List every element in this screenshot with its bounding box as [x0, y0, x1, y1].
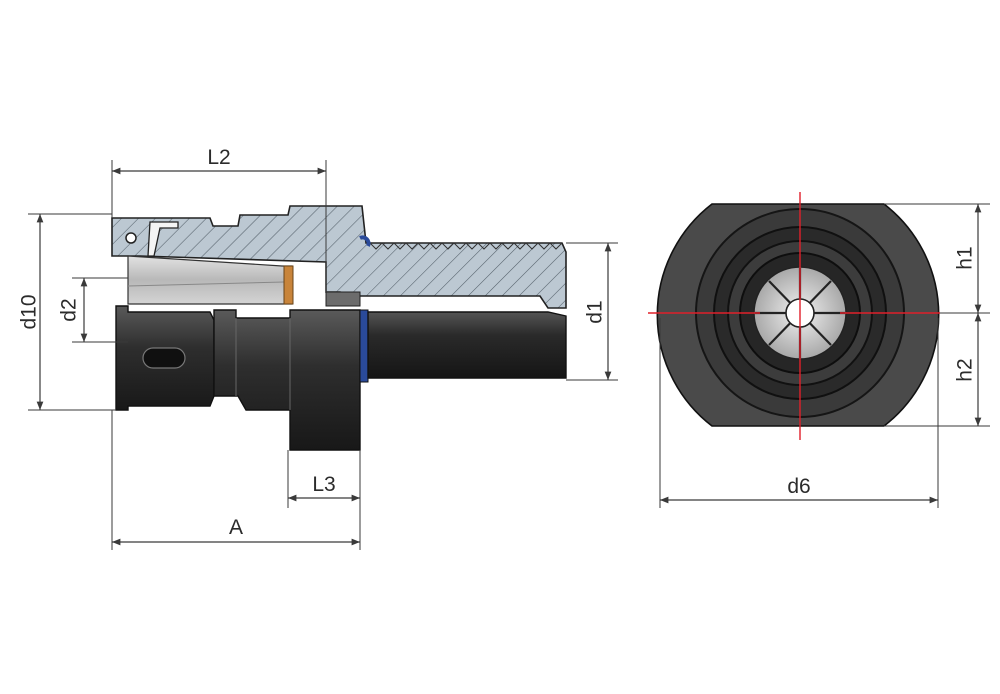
o-ring-upper	[359, 235, 371, 247]
dim-label-d2: d2	[58, 298, 81, 321]
dim-label-A: A	[229, 516, 243, 539]
dim-label-h1: h1	[954, 246, 977, 269]
o-ring-lower	[359, 309, 369, 383]
dim-label-d1: d1	[584, 300, 607, 323]
inner-screw	[325, 291, 361, 307]
dim-label-d6: d6	[787, 475, 810, 498]
side-view	[111, 205, 567, 451]
front-view	[648, 192, 940, 440]
front-view-dimensions: h1 h2 d6	[659, 203, 990, 508]
dim-label-d10: d10	[18, 294, 41, 329]
nut-pin	[125, 232, 137, 244]
dim-label-L3: L3	[312, 473, 335, 496]
shank	[367, 311, 567, 379]
washer	[283, 265, 294, 305]
dim-label-L2: L2	[207, 146, 230, 169]
dim-label-h2: h2	[954, 358, 977, 381]
shaft-thread	[369, 242, 563, 250]
nut-clip	[147, 221, 179, 257]
collet-section	[127, 255, 293, 305]
nut-slot	[142, 347, 186, 369]
side-view-dimensions: L2 d10 d2 d1 L3 A	[18, 146, 618, 550]
